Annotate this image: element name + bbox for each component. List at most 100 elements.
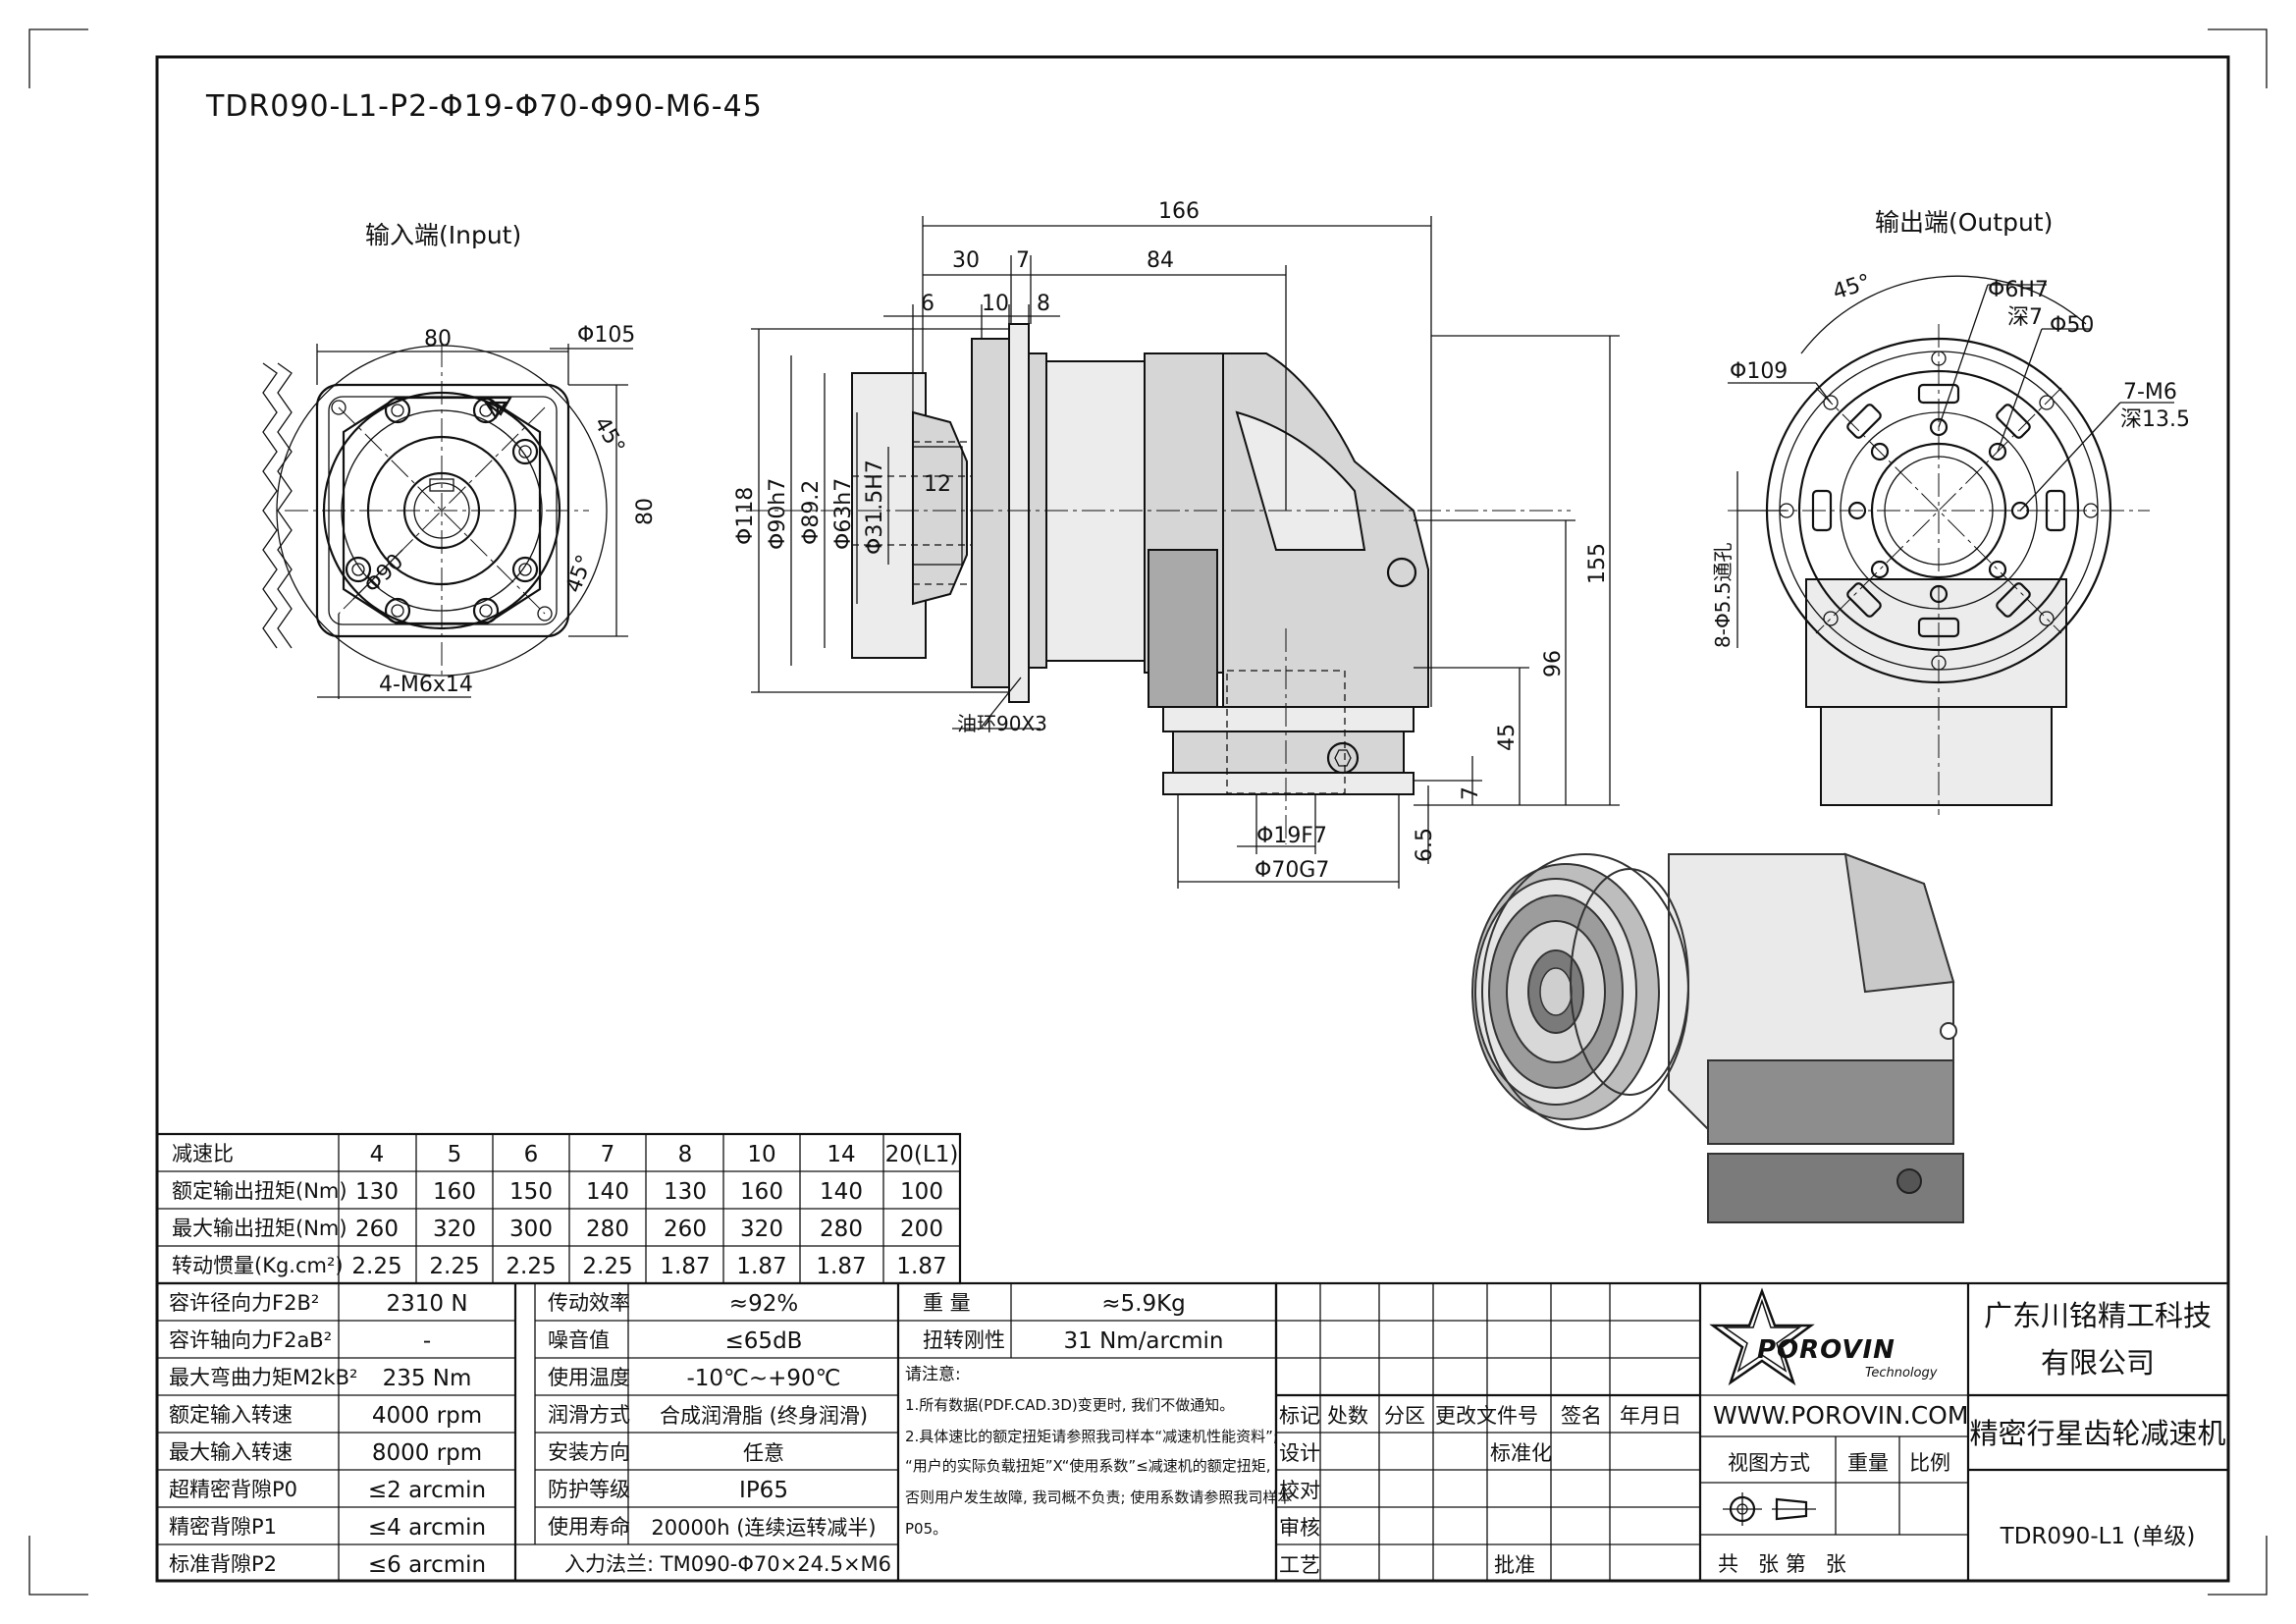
spec-label: 超精密背隙P0 [169, 1478, 297, 1501]
side-dia89-2: Φ89.2 [799, 480, 824, 545]
input-flange-spec: 入力法兰: TM090-Φ70×24.5×M6 [564, 1552, 891, 1576]
product-name: 精密行星齿轮减速机 [1969, 1417, 2225, 1450]
scale-label: 比例 [1909, 1451, 1950, 1475]
spec-label: 重 量 [923, 1291, 971, 1315]
spec-label: 润滑方式 [548, 1403, 630, 1427]
side-dia118: Φ118 [733, 487, 758, 545]
spec-value: ≤4 arcmin [368, 1515, 486, 1541]
side-h7: 7 [1459, 786, 1483, 800]
approve-label: 批准 [1494, 1553, 1535, 1577]
side-dia70g7: Φ70G7 [1255, 858, 1329, 883]
role-label: 工艺 [1279, 1553, 1320, 1577]
spec-label: 标准背隙P2 [169, 1552, 277, 1576]
spec-value: 2310 N [386, 1291, 467, 1317]
side-dia19f7: Φ19F7 [1256, 824, 1327, 848]
spec-value: 235 Nm [383, 1366, 472, 1391]
side-dia63h7: Φ63h7 [831, 478, 856, 550]
ratio-cell: 130 [664, 1179, 707, 1205]
spec-label: 精密背隙P1 [169, 1515, 277, 1539]
logo-sub: Technology [1865, 1366, 1938, 1380]
side-d6: 6 [921, 292, 934, 316]
spec-table: 容许径向力F2B² 2310 N 容许轴向力F2aB² - 最大弯曲力矩M2kB… [155, 1281, 1292, 1583]
role-label: 设计 [1279, 1441, 1320, 1465]
ratio-cell: 260 [355, 1217, 399, 1242]
input-angle-b: 45° [561, 552, 598, 596]
note-line: 2.具体速比的额定扭矩请参照我司样本“减速机性能资料”; [905, 1428, 1278, 1445]
spec-value: 合成润滑脂 (终身润滑) [660, 1404, 868, 1428]
spec-value: 31 Nm/arcmin [1064, 1328, 1224, 1354]
input-angle-a: 45° [589, 413, 629, 459]
spec-value: ≤65dB [725, 1328, 803, 1354]
ratio-row-label: 转动惯量(Kg.cm²) [172, 1254, 344, 1277]
spec-label: 使用寿命 [548, 1515, 630, 1539]
ratio-cell: 140 [820, 1179, 863, 1205]
output-holes: 8-Φ5.5通孔 [1711, 543, 1735, 649]
ratio-cell: 140 [586, 1179, 629, 1205]
note-line: P05。 [905, 1520, 947, 1538]
ratio-cell: 320 [740, 1217, 783, 1242]
ratio-cell: 200 [900, 1217, 943, 1242]
ratio-table: 减速比 4 5 6 7 8 10 14 20(L1) 额定输出扭矩(Nm) 13… [155, 1132, 962, 1285]
ratio-cell: 2.25 [582, 1254, 632, 1279]
spec-value: -10℃~+90℃ [686, 1366, 840, 1391]
side-view: 166 30 7 84 6 10 8 Φ118 Φ90h7 Φ89.2 Φ63h… [733, 199, 1620, 889]
side-d84: 84 [1147, 248, 1174, 273]
spec-label: 最大弯曲力矩M2kB² [169, 1366, 357, 1389]
ratio-row-label: 额定输出扭矩(Nm) [172, 1179, 347, 1203]
output-depth13-5: 深13.5 [2120, 407, 2190, 432]
side-d10: 10 [982, 292, 1009, 316]
ratio-header: 6 [524, 1142, 539, 1167]
spec-label: 使用温度 [548, 1366, 630, 1389]
spec-value: ≤2 arcmin [368, 1478, 486, 1503]
input-width-dim: 80 [424, 327, 452, 352]
ratio-cell: 2.25 [351, 1254, 401, 1279]
ratio-cell: 130 [355, 1179, 399, 1205]
side-dia31-5h7: Φ31.5H7 [863, 460, 887, 555]
website: WWW.POROVIN.COM [1713, 1401, 1968, 1430]
ratio-header: 8 [678, 1142, 693, 1167]
side-d7: 7 [1016, 248, 1030, 273]
porovin-logo: POROVIN Technology [1709, 1287, 1938, 1386]
side-h155: 155 [1585, 543, 1610, 584]
spec-value: 任意 [743, 1441, 784, 1465]
side-oring: 油环90X3 [957, 712, 1047, 735]
spec-value: 8000 rpm [372, 1440, 482, 1466]
ratio-header-label: 减速比 [172, 1142, 234, 1165]
company-line2: 有限公司 [2041, 1346, 2155, 1380]
ratio-header: 20(L1) [885, 1142, 959, 1167]
ratio-cell: 2.25 [506, 1254, 556, 1279]
output-dia6h7: Φ6H7 [1988, 278, 2049, 302]
notes-title: 请注意: [905, 1365, 961, 1384]
spec-label: 噪音值 [548, 1328, 610, 1352]
spec-value: ≤6 arcmin [368, 1552, 486, 1578]
side-d30: 30 [952, 248, 980, 273]
ratio-cell: 160 [433, 1179, 476, 1205]
input-pcd: Φ90 [360, 550, 409, 599]
input-view: 输入端(Input) [262, 221, 658, 699]
spec-value: ≈92% [729, 1291, 798, 1317]
logo-text: POROVIN [1757, 1335, 1896, 1365]
rev-header: 标记 [1279, 1404, 1320, 1428]
ratio-cell: 2.25 [429, 1254, 479, 1279]
spec-label: 防护等级 [548, 1478, 630, 1501]
spec-label: 扭转刚性 [923, 1328, 1005, 1352]
spec-label: 安装方向 [548, 1440, 630, 1464]
ratio-cell: 300 [509, 1217, 553, 1242]
input-dia105: Φ105 [577, 323, 635, 348]
side-d8: 8 [1037, 292, 1050, 316]
spec-value: 4000 rpm [372, 1403, 482, 1429]
sheets-label: 共 张 第 张 [1718, 1552, 1846, 1576]
note-line: 1.所有数据(PDF.CAD.3D)变更时, 我们不做通知。 [905, 1396, 1234, 1414]
role-label: 校对 [1279, 1479, 1320, 1502]
output-dia109: Φ109 [1730, 359, 1788, 384]
rev-header: 处数 [1327, 1404, 1368, 1428]
ratio-header: 4 [370, 1142, 385, 1167]
spec-label: 容许轴向力F2aB² [169, 1328, 332, 1352]
rev-header: 分区 [1384, 1404, 1425, 1428]
view-method-label: 视图方式 [1728, 1451, 1810, 1475]
output-thread: 7-M6 [2123, 380, 2177, 405]
company-line1: 广东川铭精工科技 [1984, 1299, 2212, 1332]
ratio-cell: 1.87 [736, 1254, 786, 1279]
role-label: 审核 [1279, 1516, 1320, 1540]
ratio-header: 10 [747, 1142, 775, 1167]
